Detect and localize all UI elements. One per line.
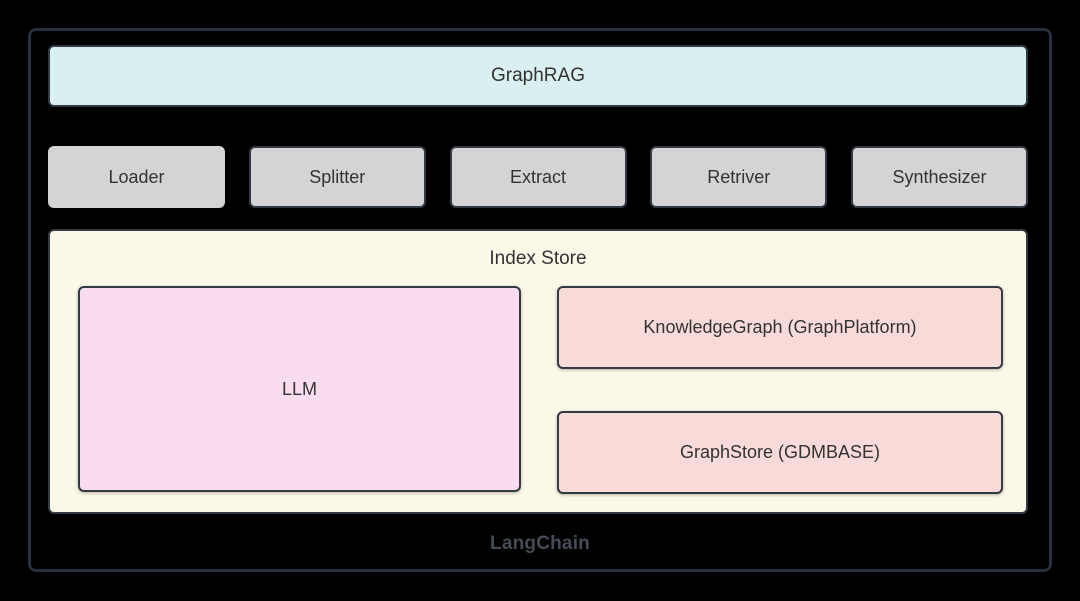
knowledge-graph-label: KnowledgeGraph (GraphPlatform) (643, 317, 917, 337)
loader-label: Loader (108, 166, 165, 187)
extract-label: Extract (509, 166, 566, 187)
pipeline-box-retriver: Retriver (650, 146, 828, 208)
graph-store-label: GraphStore (GDMBASE) (679, 442, 881, 462)
pipeline-box-splitter: Splitter (248, 146, 426, 208)
graphrag-banner: GraphRAG (48, 45, 1028, 107)
graph-store-box: GraphStore (GDMBASE) (557, 411, 1003, 494)
langchain-container: GraphRAG Loader Splitter Extract Retrive… (28, 28, 1052, 572)
pipeline-box-synthesizer: Synthesizer (851, 146, 1028, 208)
index-store-title: Index Store (489, 248, 587, 269)
pipeline-box-extract: Extract (449, 146, 627, 208)
knowledge-graph-box: KnowledgeGraph (GraphPlatform) (557, 286, 1003, 369)
retriver-label: Retriver (707, 166, 771, 187)
llm-box: LLM (78, 286, 521, 492)
llm-label: LLM (281, 378, 317, 399)
langchain-label: LangChain (490, 533, 590, 554)
index-store-container: Index Store LLM KnowledgeGraph (GraphPla… (48, 229, 1028, 514)
pipeline-row: Loader Splitter Extract Retriver Synthes… (48, 146, 1028, 208)
synthesizer-label: Synthesizer (892, 166, 987, 187)
graphrag-label: GraphRAG (491, 65, 585, 86)
pipeline-box-loader: Loader (48, 146, 225, 208)
splitter-label: Splitter (309, 166, 366, 187)
